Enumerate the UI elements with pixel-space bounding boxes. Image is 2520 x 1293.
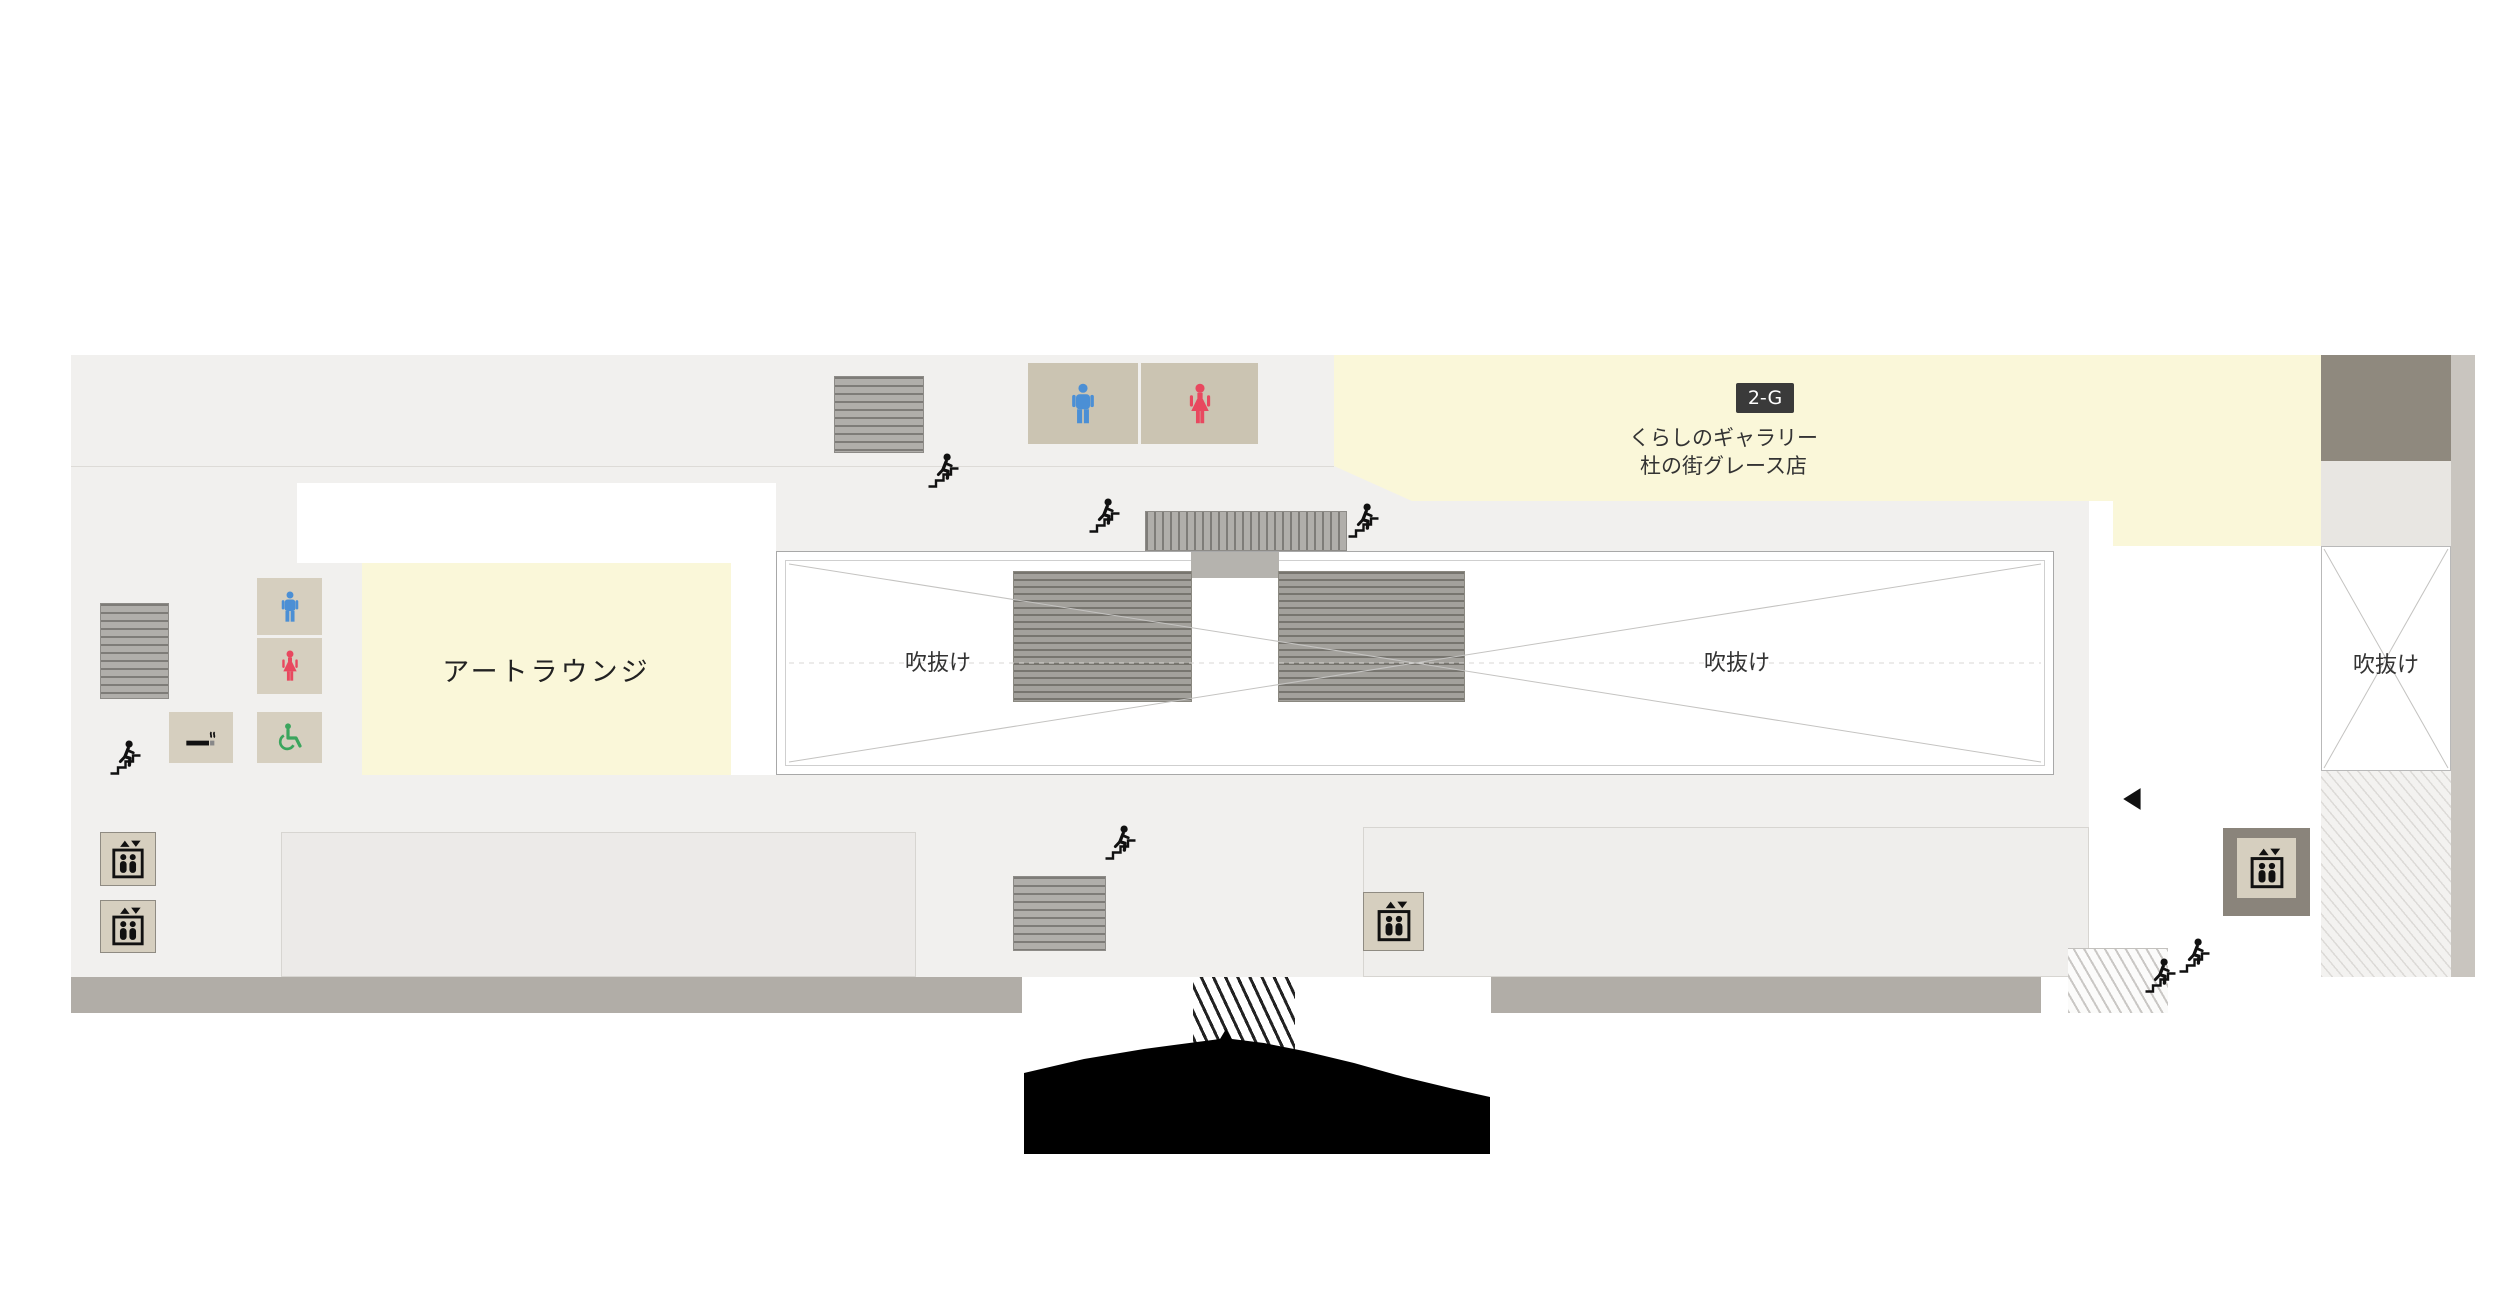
elevator-left-2 (100, 900, 156, 953)
stairs-person-icon (1347, 502, 1383, 538)
floor-cutout (297, 483, 776, 563)
void-label-far-right: 吹抜け (2352, 653, 2419, 678)
right-lower-stair-area (2321, 771, 2451, 977)
shop-floor-badge: 2-G (1736, 383, 1794, 413)
room-lower-left (281, 832, 916, 977)
shop-name-line2: 杜の街グレース店 (1640, 454, 1807, 478)
shop-area-2g[interactable]: 2-G くらしのギャラリー 杜の街グレース店 (1334, 355, 2113, 501)
elevator-icon (1374, 900, 1414, 943)
elevator-icon (2247, 847, 2287, 890)
stairs-above-void (1145, 511, 1347, 551)
stairs-person-icon (927, 452, 963, 488)
stairs-person-icon (1104, 824, 1140, 860)
room-lower-right (1363, 827, 2089, 977)
escalator-connector (1191, 552, 1279, 578)
right-edge-strip (2451, 355, 2475, 977)
stairs-person-icon (2144, 957, 2180, 993)
stairs-bottom-center (1013, 876, 1106, 951)
elevator-bottom-center (1363, 892, 1424, 951)
escalator-bank-left (1013, 571, 1192, 702)
void-label-right: 吹抜け (1703, 651, 1770, 676)
woman-restroom-icon (274, 650, 306, 682)
corridor-line-top (71, 466, 1334, 467)
smoking-area (169, 712, 233, 763)
woman-restroom-icon (1179, 383, 1221, 425)
art-lounge-area[interactable]: アートラウンジ (362, 563, 731, 775)
stairs-person-icon (1088, 497, 1124, 533)
block-gray-top-right (2321, 461, 2451, 546)
restroom-men-left (257, 578, 322, 635)
wheelchair-icon (274, 722, 306, 754)
accessible-restroom (257, 712, 322, 763)
void-inner-outline (785, 560, 2045, 766)
elevator-icon (109, 906, 147, 947)
void-cross-lines (2323, 548, 2449, 769)
void-cross-lines (788, 563, 2042, 763)
bottom-band-right (1491, 977, 2041, 1013)
direction-triangle-icon (2120, 786, 2146, 812)
restroom-men-top (1028, 363, 1138, 444)
stairs-top-center (834, 376, 924, 453)
elevator-right (2237, 838, 2296, 898)
floor-cutout (731, 551, 776, 775)
stairs-left (100, 603, 169, 699)
void-label-left: 吹抜け (904, 651, 971, 676)
smoking-icon (185, 722, 217, 754)
shop-name-line1: くらしのギャラリー (1629, 426, 1818, 450)
building-section-silhouette (1024, 1029, 1490, 1154)
elevator-right-block (2223, 828, 2310, 916)
man-restroom-icon (274, 591, 306, 623)
restroom-women-top (1141, 363, 1258, 444)
bottom-band-left (71, 977, 1022, 1013)
art-lounge-label: アートラウンジ (442, 656, 651, 688)
restroom-women-left (257, 638, 322, 694)
atrium-void-right: 吹抜け (2321, 546, 2451, 771)
elevator-left-1 (100, 832, 156, 886)
stairs-person-icon (109, 739, 145, 775)
man-restroom-icon (1062, 383, 1104, 425)
stairs-right-bottom (2068, 948, 2168, 1013)
block-dark-top-right (2321, 355, 2451, 461)
elevator-icon (109, 839, 147, 880)
shop-area-right[interactable] (2113, 355, 2321, 546)
stairs-person-icon (2178, 937, 2214, 973)
atrium-void-main: 吹抜け 吹抜け (776, 551, 2054, 775)
